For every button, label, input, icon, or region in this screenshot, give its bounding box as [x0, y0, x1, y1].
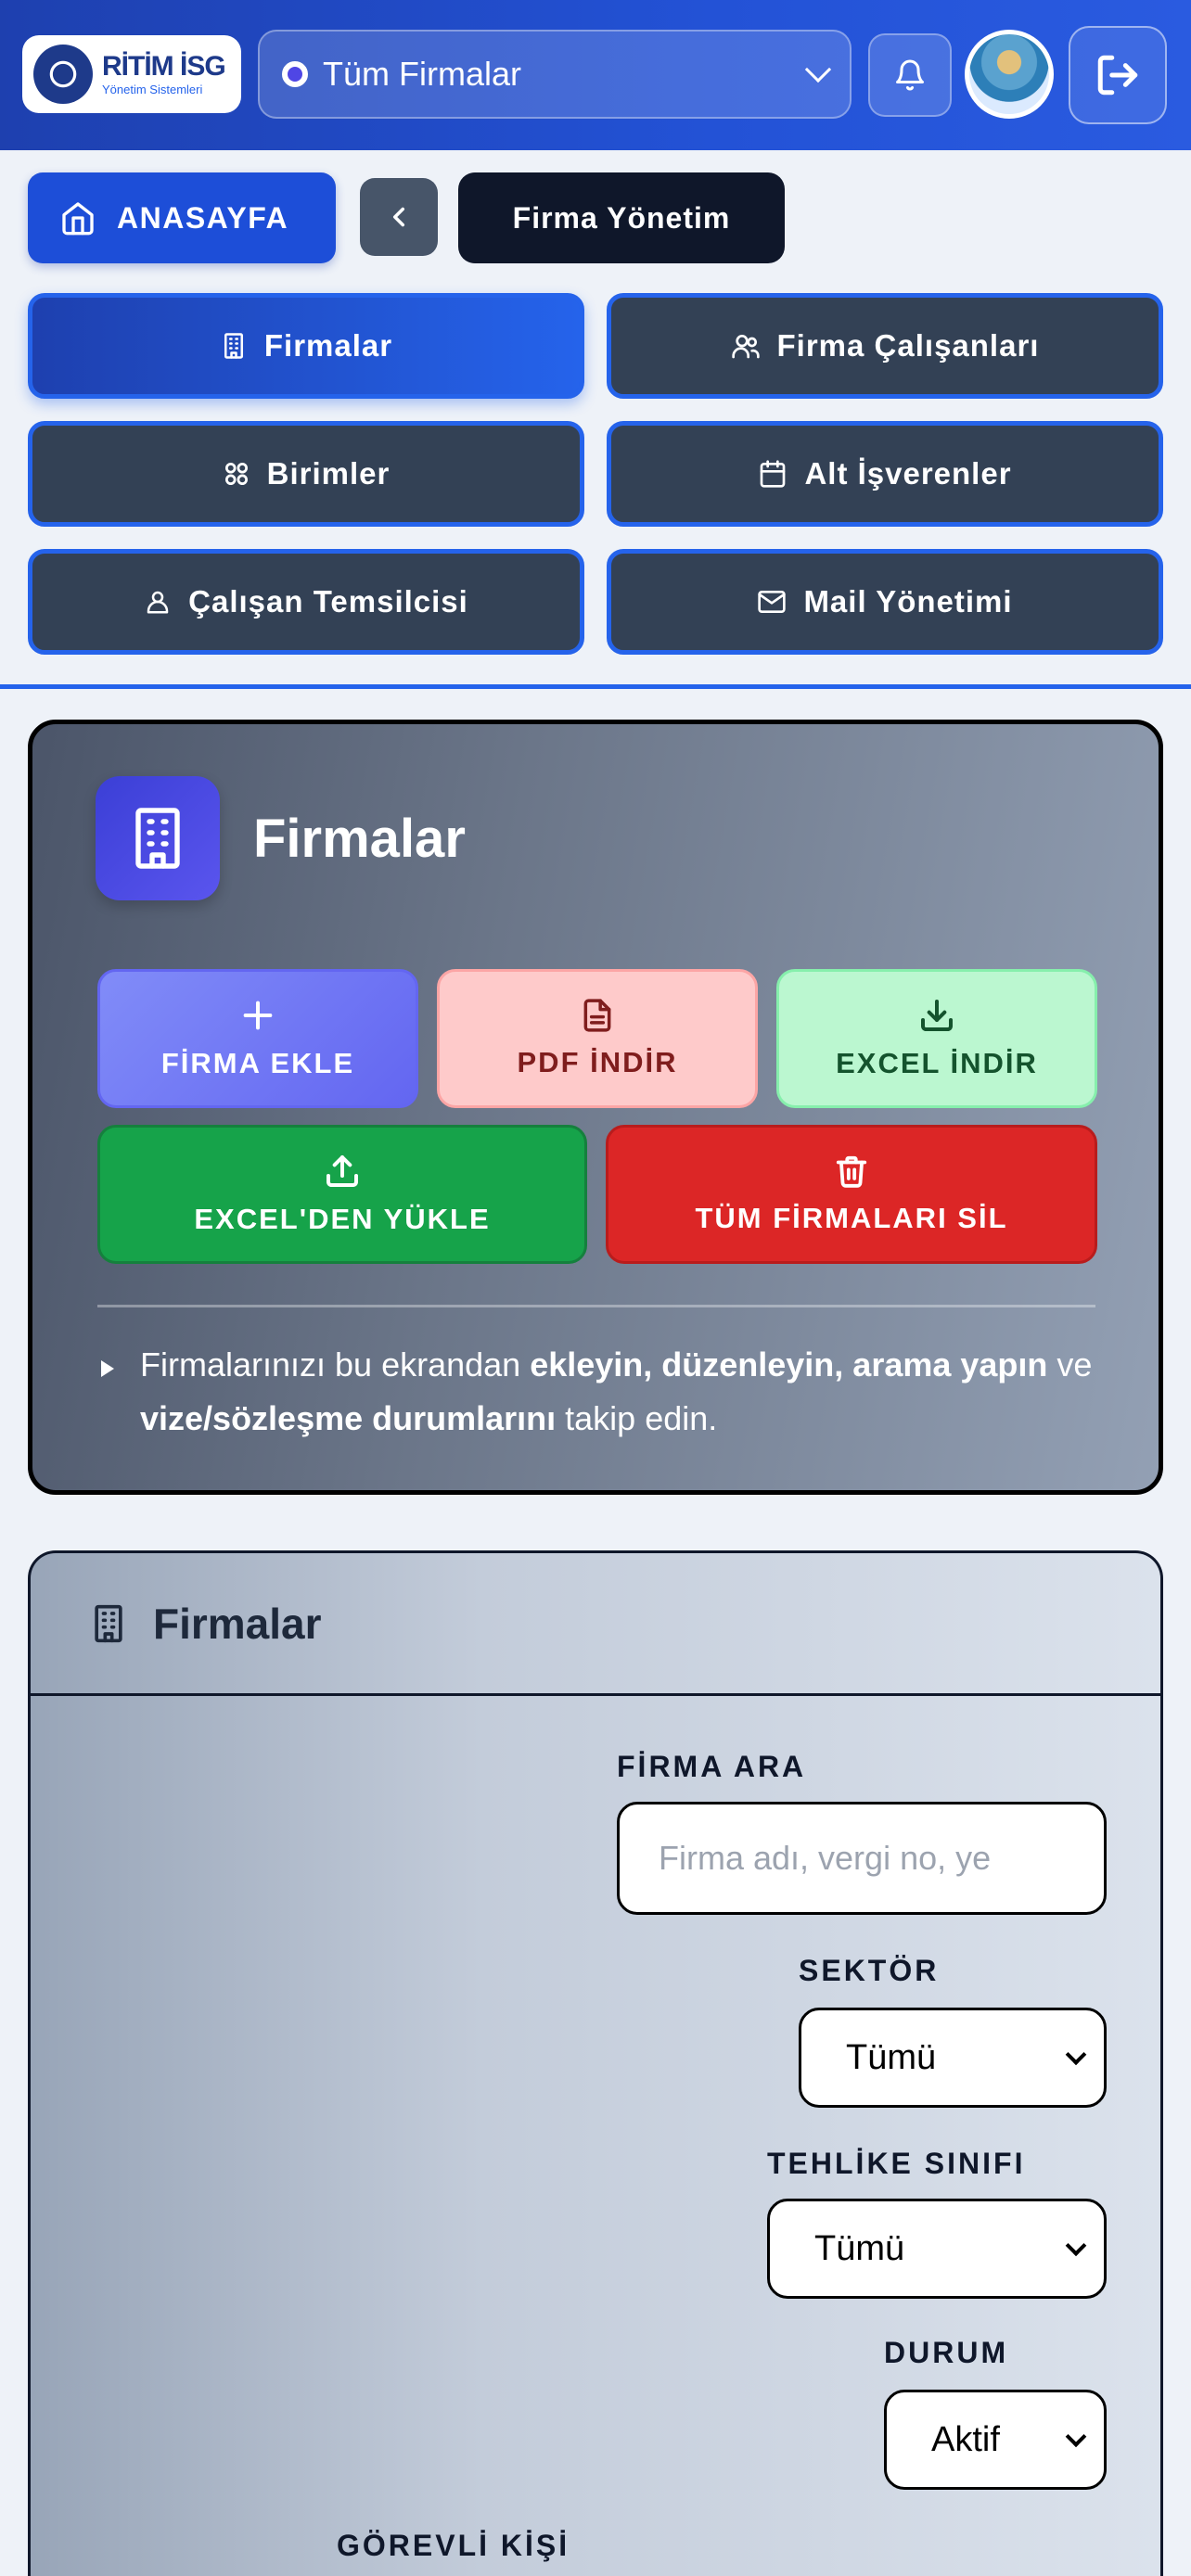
- status-label: DURUM: [884, 2336, 1009, 2369]
- firm-search-input[interactable]: Firma adı, vergi no, ye: [617, 1802, 1107, 1915]
- info-bold-2: vize/sözleşme durumlarını: [140, 1399, 557, 1437]
- list-header: Firmalar: [31, 1553, 1160, 1696]
- firm-status-dot-icon: [282, 61, 308, 87]
- logo-mark-icon: [33, 45, 93, 104]
- building-icon: [96, 776, 220, 900]
- logout-button[interactable]: [1069, 26, 1167, 124]
- logo-subtitle: Yönetim Sistemleri: [102, 83, 203, 96]
- breadcrumb-back-button[interactable]: [360, 178, 438, 256]
- hero-info-text: Firmalarınızı bu ekrandan ekleyin, düzen…: [140, 1338, 1105, 1446]
- breadcrumb-home-label: ANASAYFA: [117, 200, 289, 235]
- chevron-down-icon: [1065, 2426, 1087, 2448]
- excel-upload-button[interactable]: EXCEL'DEN YÜKLE: [97, 1125, 587, 1264]
- danger-class-select[interactable]: Tümü: [767, 2199, 1107, 2299]
- upload-icon: [327, 1155, 358, 1187]
- nav-mail-yonetimi-label: Mail Yönetimi: [803, 584, 1013, 618]
- firm-selector[interactable]: Tüm Firmalar: [258, 30, 852, 119]
- file-text-icon: [583, 999, 611, 1032]
- danger-class-select-value: Tümü: [814, 2228, 905, 2268]
- info-text-3: takip edin.: [556, 1399, 718, 1437]
- info-text-1: Firmalarınızı bu ekrandan: [140, 1345, 531, 1384]
- calendar-icon: [761, 460, 786, 488]
- sector-select[interactable]: Tümü: [799, 2008, 1107, 2108]
- users-icon: [731, 335, 760, 359]
- mail-icon: [758, 591, 787, 613]
- trash-icon: [836, 1155, 867, 1188]
- nav-birimler[interactable]: Birimler: [28, 421, 584, 527]
- chevron-down-icon: [1065, 2235, 1087, 2257]
- nav-divider: [0, 684, 1191, 689]
- nav-firmalar[interactable]: Firmalar: [28, 293, 584, 399]
- chevron-down-icon: [1065, 2044, 1087, 2066]
- delete-all-firms-label: TÜM FİRMALARI SİL: [695, 1202, 1008, 1234]
- firm-selector-label: Tüm Firmalar: [323, 55, 521, 93]
- top-bar: RİTİM İSG Yönetim Sistemleri Tüm Firmala…: [0, 0, 1191, 150]
- nav-firma-calisanlari[interactable]: Firma Çalışanları: [607, 293, 1163, 399]
- firms-list-card: Firmalar FİRMA ARA Firma adı, vergi no, …: [28, 1550, 1163, 2576]
- user-icon: [147, 591, 169, 614]
- add-firm-button[interactable]: FİRMA EKLE: [97, 969, 418, 1108]
- building-icon: [95, 1604, 122, 1642]
- list-title: Firmalar: [153, 1599, 322, 1648]
- nav-calisan-temsilcisi-label: Çalışan Temsilcisi: [188, 584, 468, 618]
- sector-select-value: Tümü: [846, 2037, 937, 2077]
- sector-label: SEKTÖR: [799, 1954, 940, 1987]
- logo-text: RİTİM İSG Yönetim Sistemleri: [102, 51, 226, 96]
- assignee-label: GÖREVLİ KİŞİ: [337, 2529, 570, 2562]
- app-logo[interactable]: RİTİM İSG Yönetim Sistemleri: [22, 35, 241, 113]
- add-firm-label: FİRMA EKLE: [160, 1047, 355, 1079]
- firmalar-hero-card: Firmalar FİRMA EKLE PDF İNDİR EXCEL İNDİ…: [28, 720, 1163, 1495]
- plus-icon: [243, 1001, 273, 1030]
- pdf-download-button[interactable]: PDF İNDİR: [437, 969, 758, 1108]
- info-bold-1: ekleyin, düzenleyin, arama yapın: [530, 1345, 1048, 1384]
- building-icon: [224, 333, 243, 359]
- status-select-value: Aktif: [931, 2419, 1000, 2459]
- breadcrumb-current: Firma Yönetim: [458, 172, 785, 263]
- chevron-down-icon: [804, 56, 832, 83]
- home-icon: [62, 202, 94, 236]
- breadcrumb-home-button[interactable]: ANASAYFA: [28, 172, 336, 263]
- nav-firma-calisanlari-label: Firma Çalışanları: [776, 328, 1040, 363]
- nav-alt-isverenler-label: Alt İşverenler: [804, 456, 1012, 491]
- status-select[interactable]: Aktif: [884, 2390, 1107, 2490]
- search-label: FİRMA ARA: [617, 1750, 807, 1783]
- bell-icon: [896, 59, 924, 91]
- notifications-button[interactable]: [868, 33, 952, 117]
- logout-icon: [1097, 55, 1138, 96]
- pdf-download-label: PDF İNDİR: [517, 1046, 678, 1078]
- nav-birimler-label: Birimler: [266, 456, 391, 491]
- nav-firmalar-label: Firmalar: [263, 328, 393, 363]
- danger-class-label: TEHLİKE SINIFI: [767, 2147, 1026, 2180]
- triangle-bullet-icon: [101, 1360, 114, 1377]
- download-icon: [921, 1000, 953, 1031]
- user-avatar[interactable]: [965, 30, 1054, 119]
- chevron-left-icon: [392, 207, 405, 227]
- delete-all-firms-button[interactable]: TÜM FİRMALARI SİL: [606, 1125, 1097, 1264]
- excel-download-button[interactable]: EXCEL İNDİR: [776, 969, 1097, 1108]
- nav-alt-isverenler[interactable]: Alt İşverenler: [607, 421, 1163, 527]
- hero-title: Firmalar: [253, 809, 466, 869]
- excel-download-label: EXCEL İNDİR: [836, 1047, 1038, 1079]
- nav-mail-yonetimi[interactable]: Mail Yönetimi: [607, 549, 1163, 655]
- hero-divider: [97, 1305, 1095, 1307]
- info-text-2: ve: [1047, 1345, 1093, 1384]
- logo-title: RİTİM İSG: [102, 51, 226, 82]
- excel-upload-label: EXCEL'DEN YÜKLE: [194, 1203, 491, 1235]
- nav-calisan-temsilcisi[interactable]: Çalışan Temsilcisi: [28, 549, 584, 655]
- grid-icon: [224, 463, 248, 485]
